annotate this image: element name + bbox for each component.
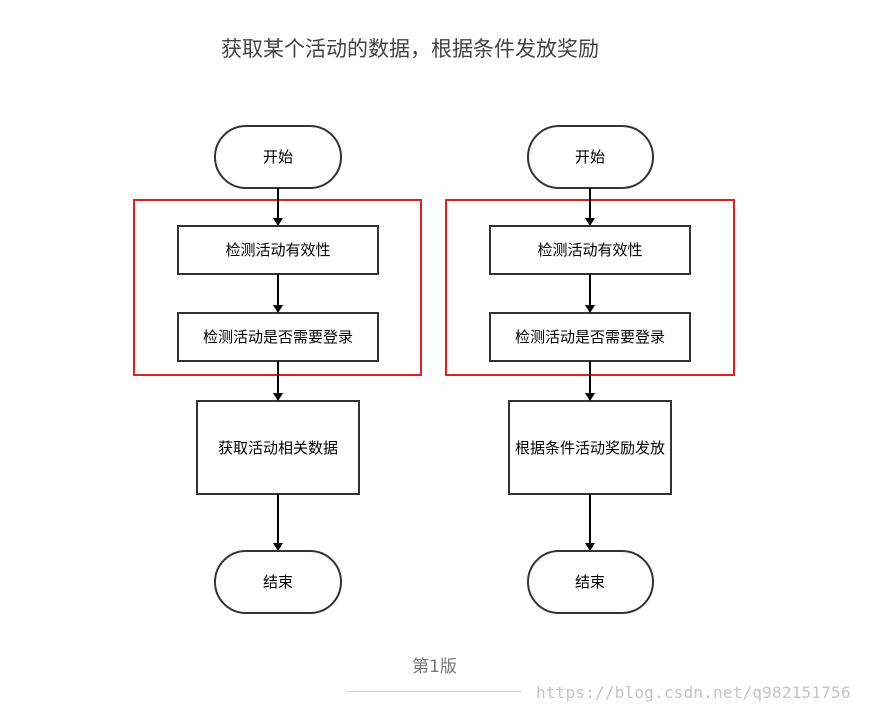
left-end-label: 结束 bbox=[263, 573, 293, 591]
left-end-node bbox=[214, 550, 342, 614]
left-start-label: 开始 bbox=[263, 148, 293, 166]
right-start-label: 开始 bbox=[575, 148, 605, 166]
left-check-validity-node bbox=[177, 225, 379, 275]
right-end-label: 结束 bbox=[575, 573, 605, 591]
flow-right: 开始 检测活动有效性 检测活动是否需要登录 根据条件活动奖励发放 结束 bbox=[445, 125, 735, 614]
right-check-validity-label: 检测活动有效性 bbox=[537, 241, 642, 259]
caption-divider bbox=[346, 691, 522, 692]
right-issue-reward-label: 根据条件活动奖励发放 bbox=[515, 439, 665, 457]
source-watermark: https://blog.csdn.net/q982151756 bbox=[536, 683, 851, 702]
right-check-login-node bbox=[489, 312, 691, 362]
right-end-node bbox=[527, 550, 654, 614]
left-check-validity-label: 检测活动有效性 bbox=[225, 241, 330, 259]
left-check-login-node bbox=[177, 312, 379, 362]
left-check-login-label: 检测活动是否需要登录 bbox=[203, 328, 353, 346]
right-check-login-label: 检测活动是否需要登录 bbox=[515, 328, 665, 346]
right-issue-reward-node bbox=[508, 400, 672, 495]
left-fetch-data-label: 获取活动相关数据 bbox=[218, 439, 338, 457]
version-caption: 第1版 bbox=[412, 657, 457, 677]
flow-left: 开始 检测活动有效性 检测活动是否需要登录 获取活动相关数据 结束 bbox=[133, 125, 422, 614]
right-check-validity-node bbox=[489, 225, 691, 275]
diagram-title: 获取某个活动的数据，根据条件发放奖励 bbox=[221, 37, 599, 61]
